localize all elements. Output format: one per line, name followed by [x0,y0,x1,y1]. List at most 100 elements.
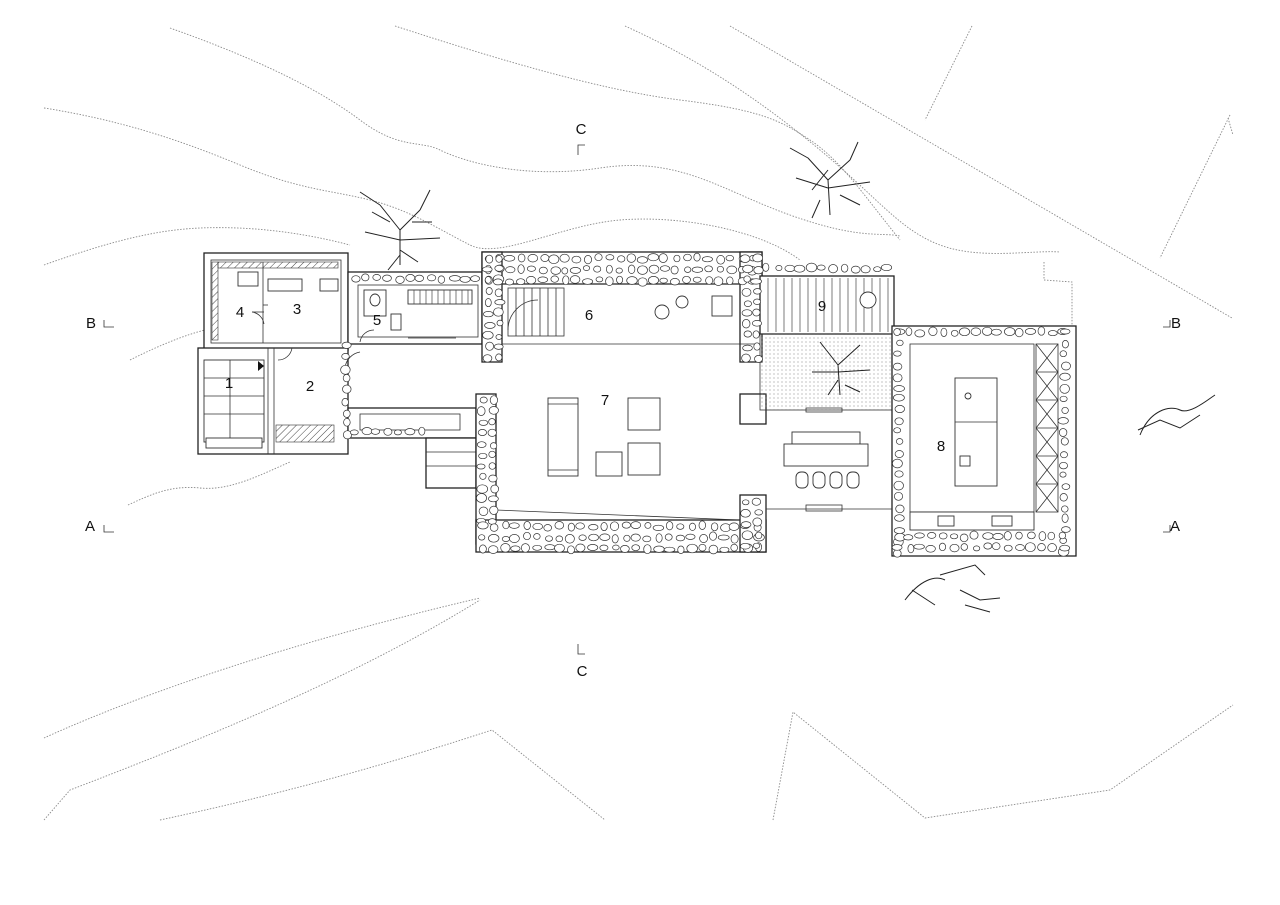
stone [342,374,351,383]
stone [488,545,499,554]
stone [893,385,905,392]
stone [685,533,696,540]
stone [750,278,762,285]
stone [588,533,599,542]
stone [726,276,734,286]
stone [605,254,615,261]
stone [620,545,630,553]
stone [730,543,738,552]
stone [393,429,402,436]
stone [873,266,882,273]
room-4-label: 4 [236,304,244,321]
stone [1059,395,1068,402]
stone [716,255,726,265]
stone [1059,461,1068,470]
stone [742,499,750,506]
stone [691,266,704,273]
stone [495,334,503,340]
stone [575,522,585,530]
stone [485,254,494,264]
stone [973,545,981,552]
stone [487,428,497,437]
stone [828,264,838,274]
stone [470,275,480,282]
stone [459,275,471,283]
stone [493,307,504,317]
stone [484,276,492,284]
stone [342,384,352,394]
room-9-label: 9 [818,298,826,315]
stone [893,427,902,434]
stone [615,267,623,274]
stone [561,267,569,275]
stone [740,521,752,528]
stone [595,276,604,283]
stone [840,263,849,273]
stone [1047,531,1056,541]
stone [361,427,373,436]
stone [575,543,586,553]
stone [621,521,631,529]
stone [488,462,496,470]
section-c-top: C [576,121,587,138]
stone [395,275,405,284]
stone [478,419,489,426]
stone [893,393,905,402]
stone [880,263,893,272]
stone [914,532,925,539]
stone [740,542,751,550]
stone [1060,328,1071,335]
stone [752,330,760,339]
stone [1059,383,1070,394]
stone [600,522,608,532]
stone [476,441,487,448]
stone [349,429,359,436]
stone [860,265,871,274]
stone [659,277,668,284]
stone [1061,513,1069,523]
room-8-label: 8 [937,438,945,455]
stone [925,545,936,553]
stone [709,531,717,541]
stone [896,339,904,347]
stone [606,264,613,274]
stone [569,275,581,284]
stone [742,344,753,352]
stone [892,373,903,383]
stone [805,262,818,273]
stone [488,406,499,415]
stone [950,533,959,540]
stone [341,341,352,349]
stone [1061,505,1069,513]
stone [1015,544,1025,551]
stone [341,398,349,407]
stone [938,532,948,540]
section-a-left: A [85,518,95,535]
stone [567,545,575,555]
stone [892,458,903,469]
tree-symbols [359,141,1216,613]
stone [555,535,564,543]
stone [927,532,937,539]
stone [914,329,926,338]
stone [894,417,904,426]
room-3-label: 3 [293,301,301,318]
stone [361,273,370,282]
stone [913,543,925,550]
stone [526,265,536,272]
stone [655,533,663,543]
stone [517,253,526,263]
stone [753,342,761,351]
stone [623,534,631,542]
stone [532,522,543,531]
stone [981,326,993,336]
stone [698,543,707,552]
stone [343,409,351,418]
stone [1060,451,1068,459]
room-1-label: 1 [225,375,233,392]
stone [684,266,692,273]
stone [490,484,499,494]
stone [382,274,392,282]
stone [907,544,915,554]
